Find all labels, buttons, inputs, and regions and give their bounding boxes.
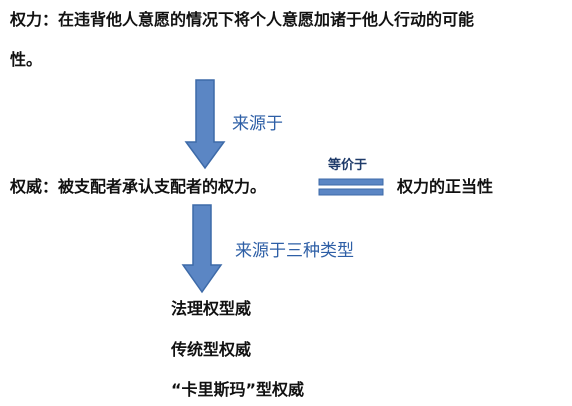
authority-type-charismatic: “卡里斯玛”型权威 [171, 380, 305, 399]
equals-bar-bottom [318, 188, 384, 196]
legitimacy-text: 权力的正当性 [397, 177, 494, 196]
arrow-label-three-types: 来源于三种类型 [235, 241, 354, 261]
authority-type-traditional: 传统型权威 [171, 340, 252, 359]
authority-type-legal: 法理权型威 [171, 299, 252, 318]
down-arrow-icon [184, 79, 226, 170]
authority-definition: 权威：被支配者承认支配者的权力。 [10, 177, 267, 196]
power-definition-line-1: 权力：在违背他人意愿的情况下将个人意愿加诸于他人行动的可能 [10, 10, 475, 29]
equals-bar-top [318, 178, 384, 186]
equals-label: 等价于 [328, 158, 368, 173]
down-arrow-icon-2 [181, 204, 223, 294]
power-definition-line-2: 性。 [10, 50, 43, 69]
arrow-label-source: 来源于 [232, 114, 283, 134]
